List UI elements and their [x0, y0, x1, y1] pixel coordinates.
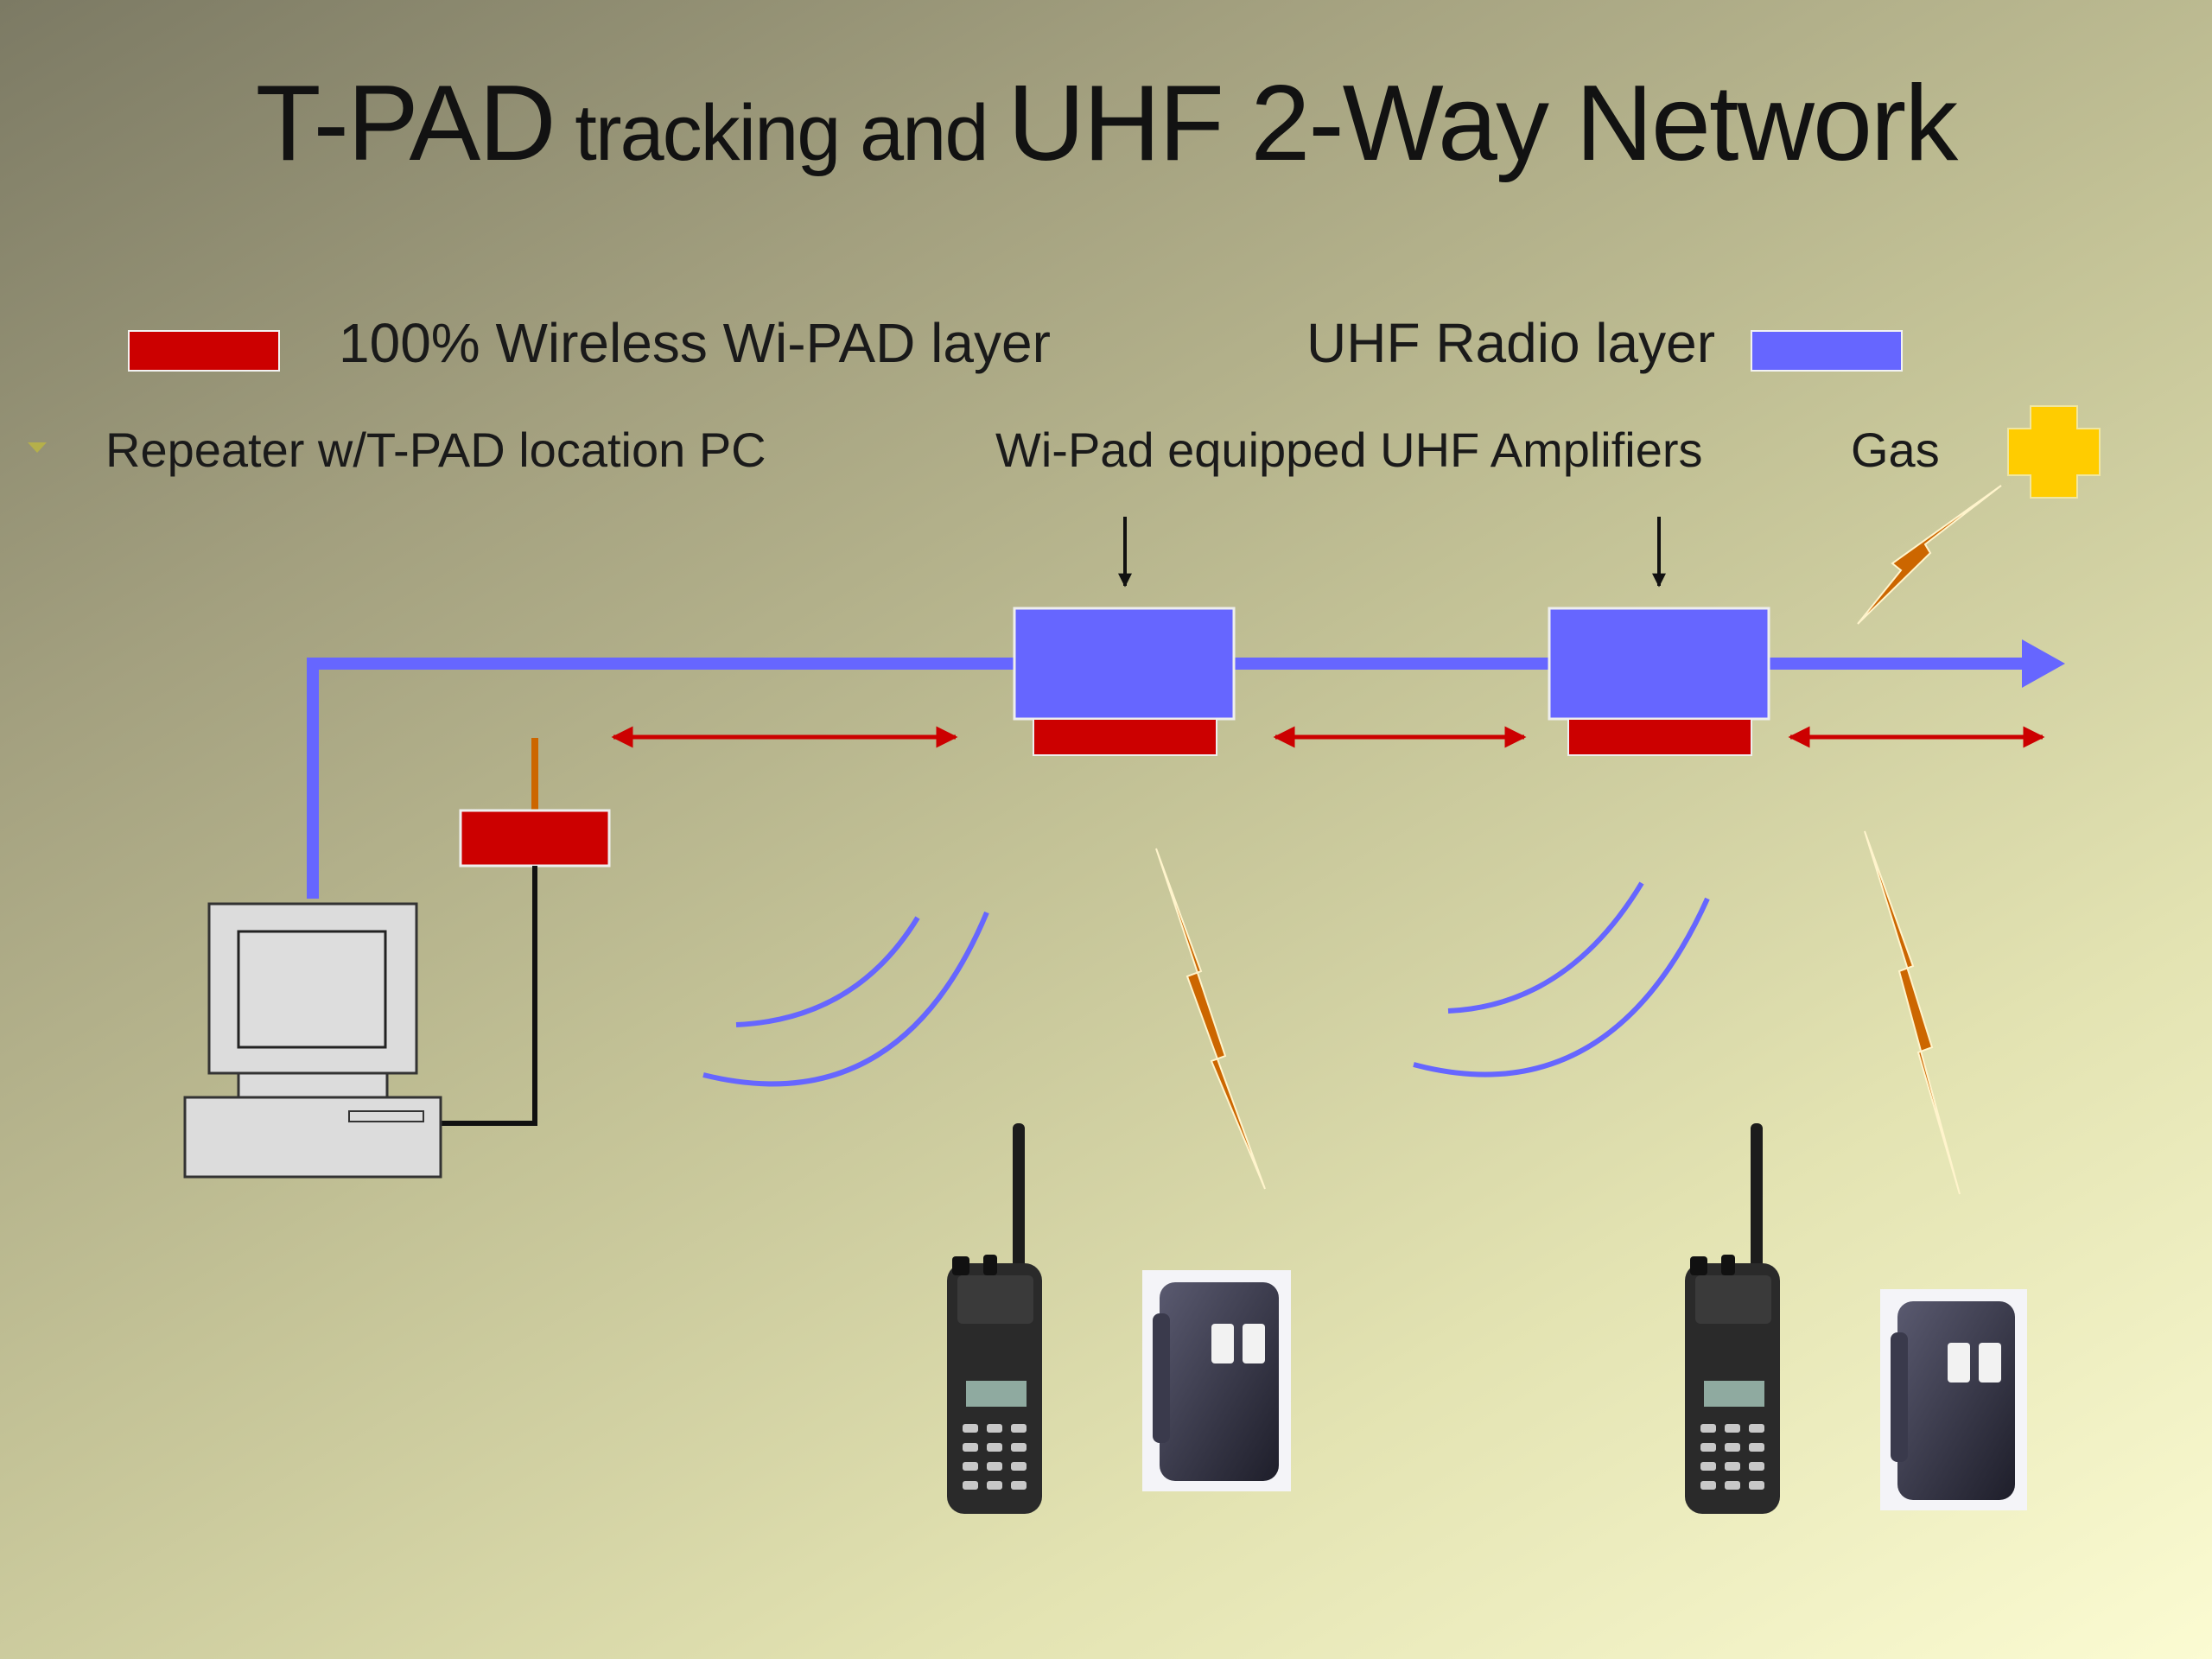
gas-sensor-icon [2007, 405, 2101, 499]
backbone-arrowhead [2022, 639, 2065, 688]
two-way-radio-icon-2 [1685, 1123, 1780, 1514]
two-way-radio-icon-1 [947, 1123, 1042, 1514]
uhf-amplifier-1 [1013, 607, 1236, 756]
radio-wave-icon-2 [1413, 881, 1710, 1077]
amplifiers-label: Wi-Pad equipped UHF Amplifiers [995, 423, 1703, 477]
tracking-tag-icon-2 [1880, 1289, 2027, 1510]
slide-title: T-PAD tracking and UHF 2-Way Network [0, 62, 2212, 185]
radio-wave-icon-1 [702, 911, 989, 1087]
bullet-marker [28, 442, 47, 453]
repeater-unit [441, 738, 611, 1126]
legend-uhf-swatch [1751, 330, 1903, 372]
repeater-cable [441, 866, 537, 1126]
title-uhf-network: UHF 2-Way Network [1007, 64, 1958, 183]
legend-wireless-swatch [128, 330, 280, 372]
tracking-tag-icon-1 [1142, 1270, 1291, 1491]
title-tpad: T-PAD [255, 64, 556, 183]
lightning-icon-2 [1864, 830, 1961, 1195]
uhf-backbone [307, 639, 2065, 899]
lightning-icon-1 [1155, 848, 1266, 1190]
lightning-icon-gas [1857, 485, 2002, 625]
legend-uhf-label: UHF Radio layer [1306, 312, 1716, 374]
uhf-amplifier-2 [1548, 607, 1770, 756]
gas-label: Gas [1851, 423, 1940, 477]
title-tracking-and: tracking and [554, 89, 1008, 177]
legend-wireless-label: 100% Wireless Wi-PAD layer [339, 312, 1051, 374]
repeater-label: Repeater w/T-PAD location PC [105, 423, 766, 477]
computer-icon [183, 902, 442, 1179]
